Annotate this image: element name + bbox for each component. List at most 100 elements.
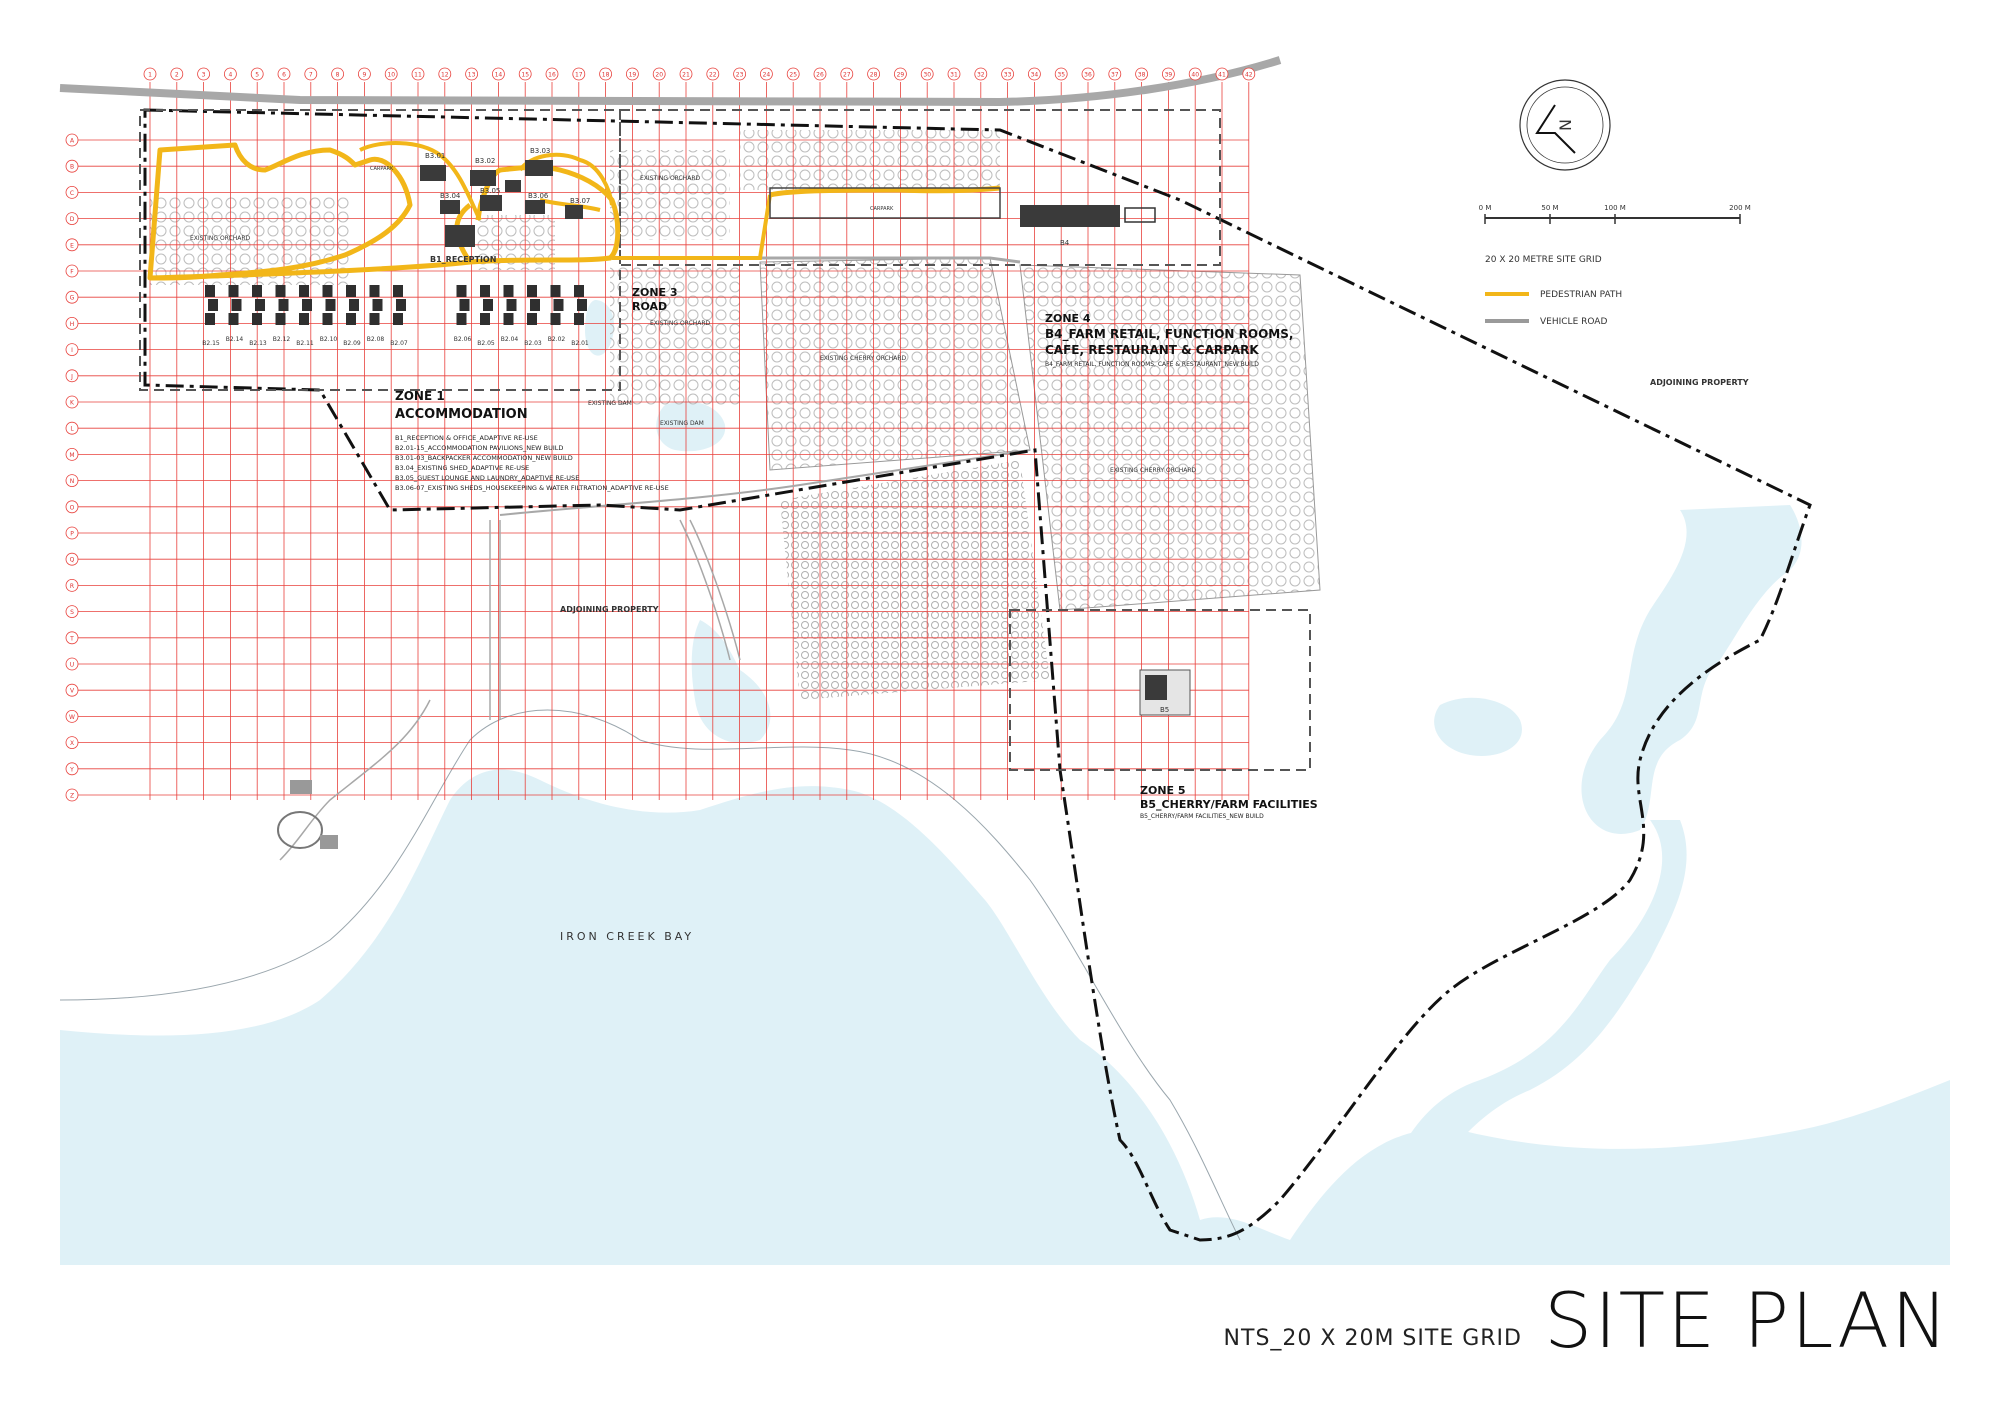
zone1-subtitle: ACCOMMODATION [395,407,528,422]
title-block: NTS_20 X 20M SITE GRID SITE PLAN [1224,1283,1950,1359]
pavilion-module [255,299,265,311]
pavilion-module [553,299,564,311]
existing-dam-pond [656,401,726,452]
grid-row-label: Z [70,793,74,800]
pavilion-module [396,299,406,311]
grid-column-bubble [465,67,479,81]
pavilion-module [252,285,262,297]
b307-label: B3.07 [570,197,590,205]
carpark-zone4 [769,187,1001,219]
pavilion-label: B2.09 [343,340,361,347]
grid-column-bubble [411,67,425,81]
grid-column-label: 35 [1057,72,1065,79]
zone5-label-block: ZONE 5 B5_CHERRY/FARM FACILITIES B5_CHER… [1140,784,1318,820]
grid-column-label: 10 [387,72,395,79]
grid-column-bubble [920,67,934,81]
pavilion-module [369,285,380,297]
pavilion-module [480,285,490,297]
lower-dam-pond [691,620,771,744]
pavilion-label: B2.15 [202,340,220,347]
zone1-note-5: B3.05_GUEST LOUNGE AND LAUNDRY_ADAPTIVE … [395,474,579,482]
grid-row-label: X [70,740,74,747]
grid-column-label: 17 [575,72,583,79]
pavilion: B2.13 [249,285,267,347]
pavilion-module [550,313,561,325]
pavilion-module [530,299,540,311]
zone5-subtitle: B5_CHERRY/FARM FACILITIES [1140,798,1318,811]
grid-column-bubble [304,67,318,81]
legend-vehicle-label: VEHICLE ROAD [1540,317,1607,327]
b3-07-building [565,205,583,219]
pavilion-label: B2.03 [524,340,542,347]
grid-row-bubble [65,579,79,592]
grid-column-bubble [1188,67,1202,81]
grid-column-label: 15 [521,72,529,79]
iron-creek-bay-water [60,769,1950,1265]
b3-06-building [525,200,545,214]
b4-annex [1124,207,1156,223]
grid-row-label: A [70,138,75,145]
grid-row-label: K [70,400,75,407]
pavilion-module [278,299,289,311]
grid-column-label: 38 [1138,72,1146,79]
grid-column-label: 26 [816,72,824,79]
grid-row-label: O [70,504,75,511]
carpark-label-2: CARPARK [870,206,894,212]
zone5-note: B5_CHERRY/FARM FACILITIES_NEW BUILD [1140,813,1264,820]
pavilion: B2.14 [226,285,243,343]
grid-column-label: 19 [629,72,637,79]
b305-label: B3.05 [480,187,500,195]
pavilion-label: B2.01 [571,340,589,347]
b3-05-building [480,195,502,211]
pavilion-module [252,313,262,325]
grid-column-label: 40 [1191,72,1199,79]
accommodation-pavilions: B2.15B2.14B2.13B2.12B2.11B2.10B2.09B2.08… [202,285,589,347]
grid-column-bubble [894,67,907,81]
site-grid [78,82,1250,800]
shed-building [505,180,521,192]
grid-row-label: Q [70,557,75,564]
grid-column-bubble [1162,67,1175,81]
grid-column-bubble [599,67,612,81]
pavilion-module [275,313,286,325]
grid-row-bubble [65,500,79,514]
pavilion-module [574,285,584,297]
pavilion-label: B2.04 [501,336,519,343]
pavilion-module [228,285,239,297]
pavilion-module [527,285,537,297]
pavilion: B2.01 [571,285,589,347]
pavilion-module [456,285,467,297]
pavilion-label: B2.06 [454,336,472,343]
river-inlet [1581,505,1802,834]
grid-column-label: 30 [923,72,931,79]
grid-column-label: 2 [175,72,179,79]
grid-column-bubble [197,67,211,81]
grid-column-label: 42 [1245,72,1253,79]
b302-label: B3.02 [475,157,495,165]
grid-column-bubble [572,67,586,81]
pavilion-module [483,299,493,311]
zone5-title: ZONE 5 [1140,784,1186,797]
grid-column-bubble [545,67,559,81]
grid-row-bubble [65,552,79,566]
grid-column-label: 32 [977,72,985,79]
dam-label-2: EXISTING DAM [660,420,704,427]
b301-label: B3.01 [425,152,445,160]
grid-column-bubble [438,67,452,81]
grid-column-label: 39 [1165,72,1173,79]
grid-row-label: I [71,347,73,354]
scale-label-0: 0 M [1479,204,1492,212]
grid-column-label: 6 [282,72,286,79]
grid-column-bubble [679,67,693,81]
pavilion-module [372,299,383,311]
grid-row-label: B [70,164,74,171]
zone3-label-block: ZONE 3 ROAD [632,286,678,313]
grid-row-label: Y [69,766,74,773]
cherry-orchard-2 [1019,264,1321,611]
grid-column-bubble [652,67,666,81]
grid-column-label: 33 [1004,72,1012,79]
orchard-label-2: EXISTING ORCHARD [640,175,701,182]
zone1-note-3: B3.01-03_BACKPACKER ACCOMMODATION_NEW BU… [395,454,573,462]
plan-title: SITE PLAN [1543,1276,1950,1365]
pavilion-label: B2.13 [249,340,267,347]
